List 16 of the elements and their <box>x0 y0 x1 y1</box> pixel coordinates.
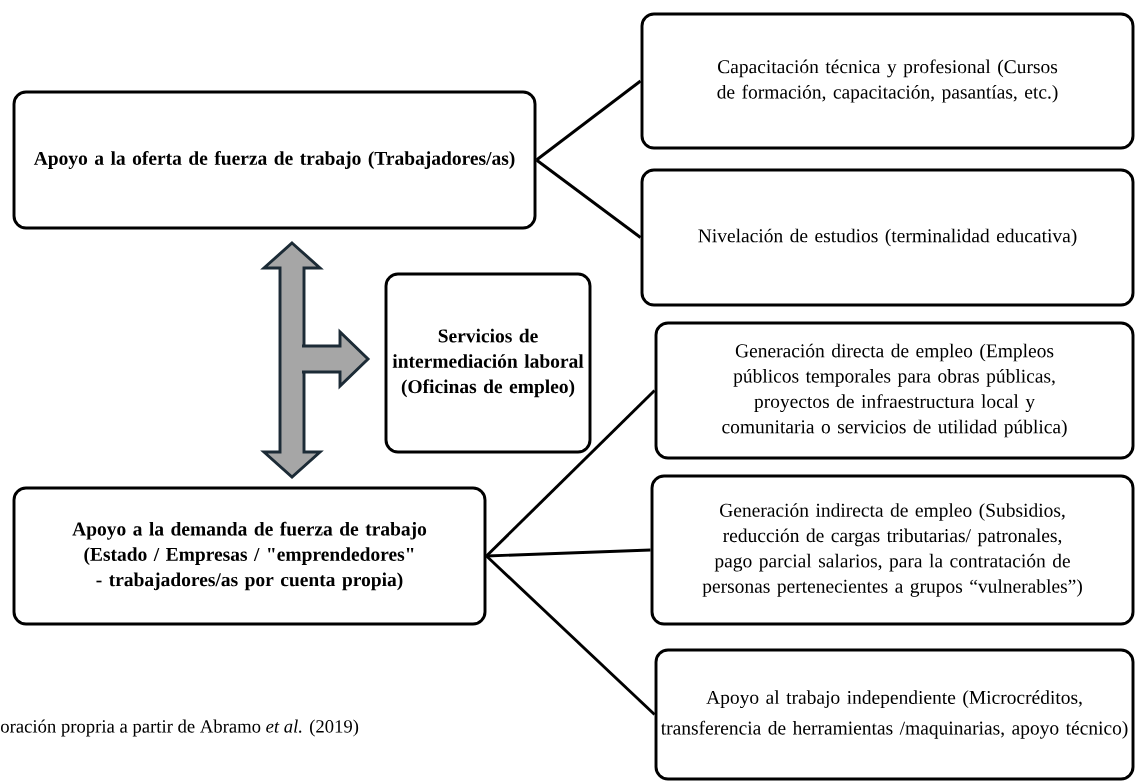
rounded-box: Servicios de intermediación laboral (Oficinas de empleo) <box>384 272 592 454</box>
rounded-box: Nivelación de estudios (terminalidad educativa) <box>640 168 1135 307</box>
connector-line <box>535 158 642 239</box>
rounded-box: Generación directa de empleo (Empleos públicos temporales para obras públicas, proyectos de infraestructura local y comunitaria o servicios de utilidad pública) <box>654 321 1135 460</box>
connector-line <box>535 79 642 162</box>
source-note: oración propria a partir de Abramo et al. (2019) <box>1 719 359 737</box>
block-arrow <box>260 241 324 479</box>
rounded-box: Generación indirecta de empleo (Subsidios, reducción de cargas tributarias/ patronales, pago parcial salarios, para la contratación de personas pertenecientes a grupos “vulnerables”) <box>650 474 1135 626</box>
rounded-box: Apoyo a la demanda de fuerza de trabajo (Estado / Empresas / "emprendedores" - trabajadores/as por cuenta propia) <box>12 486 487 626</box>
rounded-box: Capacitación técnica y profesional (Cursos de formación, capacitación, pasantías, etc.) <box>640 12 1135 150</box>
block-arrow <box>300 328 371 390</box>
connector-line <box>485 389 656 558</box>
connector-line <box>486 548 651 558</box>
rounded-box: Apoyo al trabajo independiente (Microcréditos, transferencia de herramientas /maquinarias, apoyo técnico) <box>654 648 1135 781</box>
rounded-box: Apoyo a la oferta de fuerza de trabajo (Trabajadores/as) <box>12 90 537 230</box>
connector-line <box>485 554 656 716</box>
